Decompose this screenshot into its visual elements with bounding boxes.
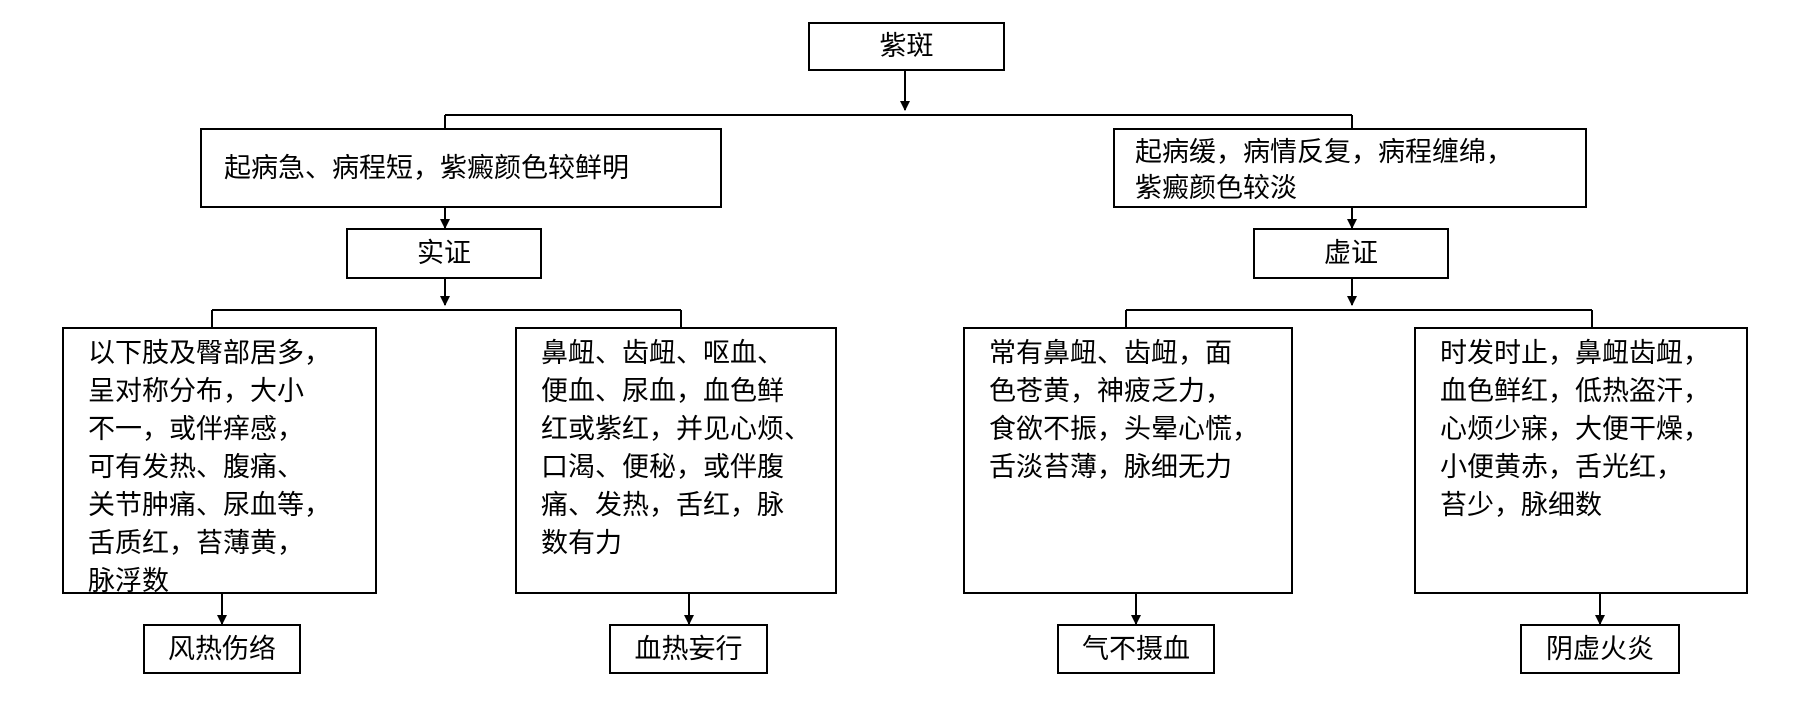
detail-line: 可有发热、腹痛、 [88,452,304,483]
detail-line: 关节肿痛、尿血等， [88,490,331,521]
detail-line: 红或紫红，并见心烦、 [541,414,811,445]
category-label-right: 虚证 [1324,238,1378,269]
result-node-qibushexue: 气不摄血 [1057,624,1215,674]
detail-line: 常有鼻衄、齿衄，面 [989,338,1232,369]
detail-line: 以下肢及臀部居多， [88,338,331,369]
detail-line: 痛、发热，舌红，脉 [541,490,784,521]
detail-node-xuere: 鼻衄、齿衄、呕血、 便血、尿血，血色鲜 红或紫红，并见心烦、 口渴、便秘，或伴腹… [515,327,837,594]
detail-line: 呈对称分布，大小 [88,376,304,407]
detail-line: 时发时止，鼻衄齿衄， [1440,338,1710,369]
detail-line: 舌淡苔薄，脉细无力 [989,452,1232,483]
result-node-fengre: 风热伤络 [143,624,301,674]
detail-node-fengre: 以下肢及臀部居多， 呈对称分布，大小 不一，或伴痒感， 可有发热、腹痛、 关节肿… [62,327,377,597]
detail-line: 苔少，脉细数 [1440,490,1602,521]
result-label-fengre: 风热伤络 [168,633,276,665]
detail-node-yinxu: 时发时止，鼻衄齿衄， 血色鲜红，低热盗汗， 心烦少寐，大便干燥， 小便黄赤，舌光… [1414,327,1748,594]
right-criteria-line-1: 起病缓，病情反复，病程缠绵， [1135,137,1513,168]
detail-line: 小便黄赤，舌光红， [1440,452,1683,483]
left-criteria-node: 起病急、病程短，紫癜颜色较鲜明 [200,128,722,208]
detail-line: 不一，或伴痒感， [88,414,304,445]
right-criteria-line-2: 紫癜颜色较淡 [1135,173,1297,204]
category-node-right: 虚证 [1253,228,1449,279]
detail-line: 色苍黄，神疲乏力， [989,376,1232,407]
result-node-yinxu: 阴虚火炎 [1520,624,1680,674]
category-label-left: 实证 [417,238,471,269]
result-node-xuere: 血热妄行 [609,624,768,674]
result-label-qibushexue: 气不摄血 [1082,633,1190,665]
root-label: 紫斑 [879,31,934,62]
detail-line: 便血、尿血，血色鲜 [541,376,784,407]
detail-line: 数有力 [541,528,622,559]
result-label-xuere: 血热妄行 [634,633,743,665]
root-node: 紫斑 [808,22,1005,71]
right-criteria-node: 起病缓，病情反复，病程缠绵， 紫癜颜色较淡 [1113,128,1587,208]
detail-line: 血色鲜红，低热盗汗， [1440,376,1710,407]
detail-line: 心烦少寐，大便干燥， [1440,414,1710,445]
detail-line: 食欲不振，头晕心慌， [989,414,1259,445]
detail-line: 口渴、便秘，或伴腹 [541,452,784,483]
detail-line: 舌质红，苔薄黄， [88,528,304,559]
detail-line: 鼻衄、齿衄、呕血、 [541,338,784,369]
detail-line: 脉浮数 [88,566,169,597]
category-node-left: 实证 [346,228,542,279]
result-label-yinxu: 阴虚火炎 [1546,633,1654,665]
left-criteria-label: 起病急、病程短，紫癜颜色较鲜明 [224,152,629,184]
detail-node-qibushexue: 常有鼻衄、齿衄，面 色苍黄，神疲乏力， 食欲不振，头晕心慌， 舌淡苔薄，脉细无力 [963,327,1293,594]
